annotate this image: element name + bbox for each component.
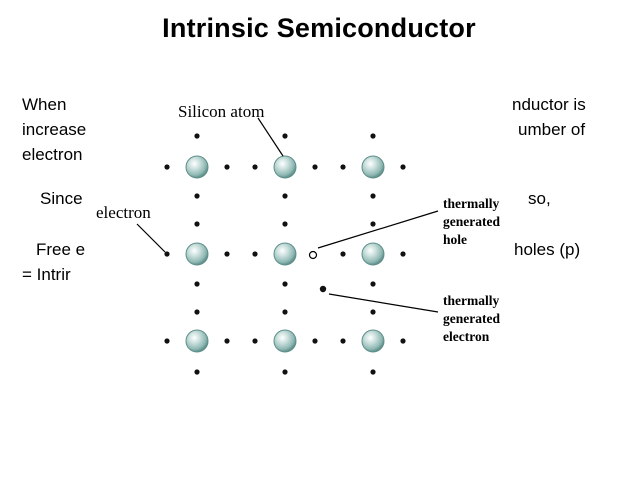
- silicon-atoms: [185, 155, 385, 353]
- bond-electron: [340, 251, 346, 257]
- bond-electron: [224, 338, 230, 344]
- bond-electron: [370, 309, 376, 315]
- bond-electron: [194, 133, 200, 139]
- hole-label-line-2: generated: [443, 214, 500, 229]
- body-line-5-right: holes (p): [514, 240, 581, 259]
- body-line-2-left: increase: [22, 120, 87, 139]
- bond-electron: [194, 193, 200, 199]
- silicon-atom: [361, 329, 385, 353]
- silicon-atom: [273, 155, 297, 179]
- bond-electron: [282, 221, 288, 227]
- slide-title: Intrinsic Semiconductor: [162, 13, 476, 43]
- body-line-1-left: When: [22, 95, 67, 114]
- silicon-atom: [273, 329, 297, 353]
- bond-electron: [164, 164, 170, 170]
- free-electron-leader-line: [328, 293, 439, 313]
- bond-electron: [340, 338, 346, 344]
- bond-electron: [400, 251, 406, 257]
- bond-electron: [282, 133, 288, 139]
- hole-label-line-3: hole: [443, 232, 467, 247]
- body-line-6-left: = Intrir: [22, 265, 71, 284]
- silicon-lattice-figure: Silicon atom electron thermally generate…: [93, 90, 513, 390]
- silicon-atom: [185, 155, 209, 179]
- bond-electron: [224, 164, 230, 170]
- body-line-5-left: Free e: [36, 240, 86, 259]
- bond-electron: [194, 309, 200, 315]
- electron-label: electron: [96, 203, 151, 222]
- free-electron-label-line-1: thermally: [443, 293, 499, 308]
- bond-electron: [194, 369, 200, 375]
- bond-electron: [164, 338, 170, 344]
- bond-electron: [282, 369, 288, 375]
- body-line-2-right: umber of: [518, 120, 586, 139]
- silicon-atom-leader-line: [257, 117, 284, 157]
- bond-electron: [370, 281, 376, 287]
- covalent-bond-electrons: [164, 133, 406, 375]
- silicon-atom: [361, 155, 385, 179]
- bond-electron: [400, 338, 406, 344]
- bond-electron: [282, 193, 288, 199]
- thermal-free-electron: [319, 285, 327, 293]
- body-line-1-right: nductor is: [512, 95, 586, 114]
- bond-electron: [370, 133, 376, 139]
- bond-electron: [252, 164, 258, 170]
- silicon-atom: [185, 242, 209, 266]
- bond-electron: [252, 251, 258, 257]
- hole-label-line-1: thermally: [443, 196, 499, 211]
- bond-electron: [282, 309, 288, 315]
- bond-electron: [312, 338, 318, 344]
- free-electron-label-line-2: generated: [443, 311, 500, 326]
- bond-electron: [340, 164, 346, 170]
- bond-electron: [312, 164, 318, 170]
- bond-electron: [252, 338, 258, 344]
- bond-electron: [194, 281, 200, 287]
- silicon-atom: [273, 242, 297, 266]
- bond-electron: [370, 221, 376, 227]
- hole-leader-line: [317, 210, 439, 249]
- bond-electron: [224, 251, 230, 257]
- thermal-hole: [308, 250, 318, 260]
- silicon-atom-label: Silicon atom: [178, 102, 264, 121]
- body-line-3-left: electron: [22, 145, 83, 164]
- body-line-4-right: so,: [528, 189, 551, 208]
- lattice-diagram: Silicon atom electron thermally generate…: [96, 102, 500, 375]
- bond-electron: [400, 164, 406, 170]
- bond-electron: [194, 221, 200, 227]
- bond-electron: [282, 281, 288, 287]
- silicon-atom: [361, 242, 385, 266]
- electron-leader-line: [136, 223, 166, 253]
- bond-electron: [370, 193, 376, 199]
- body-line-4-left: Since: [40, 189, 83, 208]
- silicon-atom: [185, 329, 209, 353]
- free-electron-label-line-3: electron: [443, 329, 490, 344]
- bond-electron: [370, 369, 376, 375]
- bond-electron: [164, 251, 170, 257]
